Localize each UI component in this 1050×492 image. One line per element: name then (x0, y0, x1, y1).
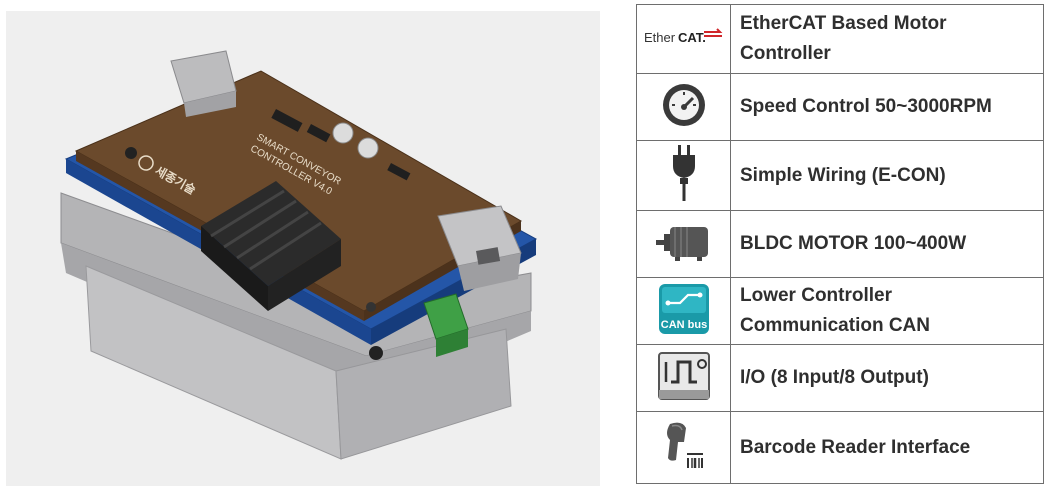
feature-row: CAN bus Lower Controller Communication C… (636, 277, 1044, 345)
feature-icon-cell: CAN bus (636, 277, 731, 345)
econ-connectors (201, 181, 341, 311)
canbus-icon: CAN bus (658, 283, 710, 340)
feature-row: Barcode Reader Interface (636, 411, 1044, 484)
feature-row: Simple Wiring (E-CON) (636, 140, 1044, 211)
svg-text:CAT.: CAT. (678, 30, 706, 45)
rotary-switch-2 (357, 137, 379, 159)
feature-table: Ether CAT. EtherCAT Based Motor Controll… (636, 4, 1044, 484)
rotary-switch-1 (332, 122, 354, 144)
svg-text:Ether: Ether (644, 30, 676, 45)
feature-label: Lower Controller Communication CAN (730, 277, 1044, 345)
motor-icon (655, 222, 713, 267)
feature-row: Speed Control 50~3000RPM (636, 73, 1044, 141)
feature-label: Barcode Reader Interface (730, 411, 1044, 484)
feature-icon-cell (636, 140, 731, 211)
rj45-port-right-front (458, 253, 521, 291)
feature-icon-cell (636, 344, 731, 412)
feature-icon-cell (636, 210, 731, 278)
controller-board-illustration: SMART CONVEYOR CONTROLLER V4.0 세종기술 (60, 50, 538, 460)
feature-label: BLDC MOTOR 100~400W (730, 210, 1044, 278)
feature-icon-cell (636, 73, 731, 141)
feature-row: BLDC MOTOR 100~400W (636, 210, 1044, 278)
plug-icon (669, 144, 699, 207)
feature-row: Ether CAT. EtherCAT Based Motor Controll… (636, 4, 1044, 74)
feature-icon-cell: Ether CAT. (636, 4, 731, 74)
io-pulse-icon (657, 351, 710, 405)
feature-label: EtherCAT Based Motor Controller (730, 4, 1044, 74)
feature-icon-cell (636, 411, 731, 484)
barcode-scanner-icon (662, 420, 706, 475)
ethercat-logo-icon: Ether CAT. (642, 25, 726, 54)
feature-row: I/O (8 Input/8 Output) (636, 344, 1044, 412)
svg-text:CAN bus: CAN bus (660, 319, 706, 331)
rj45-port-top-front (184, 91, 236, 117)
feature-label: Simple Wiring (E-CON) (730, 140, 1044, 211)
feature-label: I/O (8 Input/8 Output) (730, 344, 1044, 412)
speedometer-icon (660, 81, 708, 134)
product-photo: SMART CONVEYOR CONTROLLER V4.0 세종기술 (6, 11, 600, 486)
feature-label: Speed Control 50~3000RPM (730, 73, 1044, 141)
